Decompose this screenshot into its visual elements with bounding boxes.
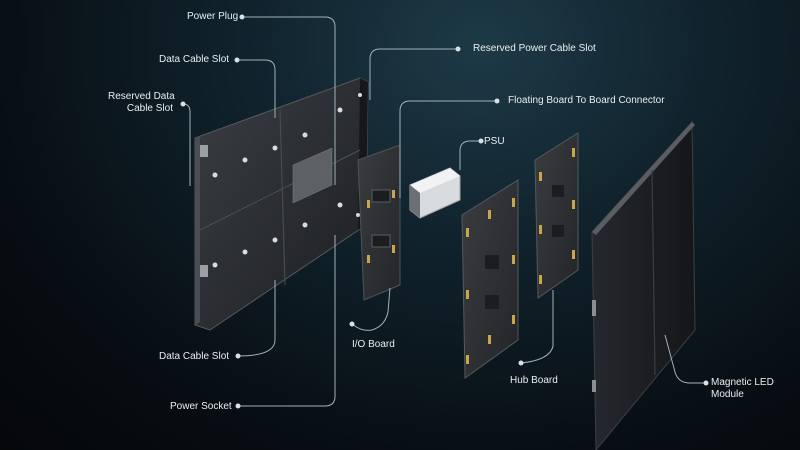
label-data-cable-slot-bottom: Data Cable Slot: [159, 351, 230, 362]
label-io-board: I/O Board: [352, 339, 395, 350]
psu-unit: [409, 167, 461, 219]
label-reserved-data-cable-slot-line1: Reserved Data: [108, 91, 175, 102]
label-power-plug: Power Plug: [187, 11, 239, 22]
label-magnetic-led-module: Magnetic LED Module: [711, 377, 774, 401]
label-floating-board-connector: Floating Board To Board Connector: [508, 95, 665, 106]
label-magnetic-led-module-line2: Module: [711, 389, 744, 400]
label-reserved-data-cable-slot: Reserved Data Cable Slot: [108, 91, 175, 115]
label-power-socket: Power Socket: [170, 401, 232, 412]
label-psu: PSU: [484, 136, 505, 147]
hub-board-back: [534, 132, 579, 299]
hub-board-front: [461, 179, 519, 379]
label-magnetic-led-module-line1: Magnetic LED: [711, 377, 774, 388]
leader-dots: [180, 14, 709, 409]
label-reserved-power-cable-slot: Reserved Power Cable Slot: [473, 43, 596, 54]
label-data-cable-slot-top: Data Cable Slot: [159, 54, 230, 65]
io-board: [357, 144, 401, 301]
led-module: [591, 120, 696, 450]
label-hub-board: Hub Board: [510, 375, 558, 386]
label-reserved-data-cable-slot-line2: Cable Slot: [126, 103, 173, 114]
cabinet: [194, 77, 369, 331]
